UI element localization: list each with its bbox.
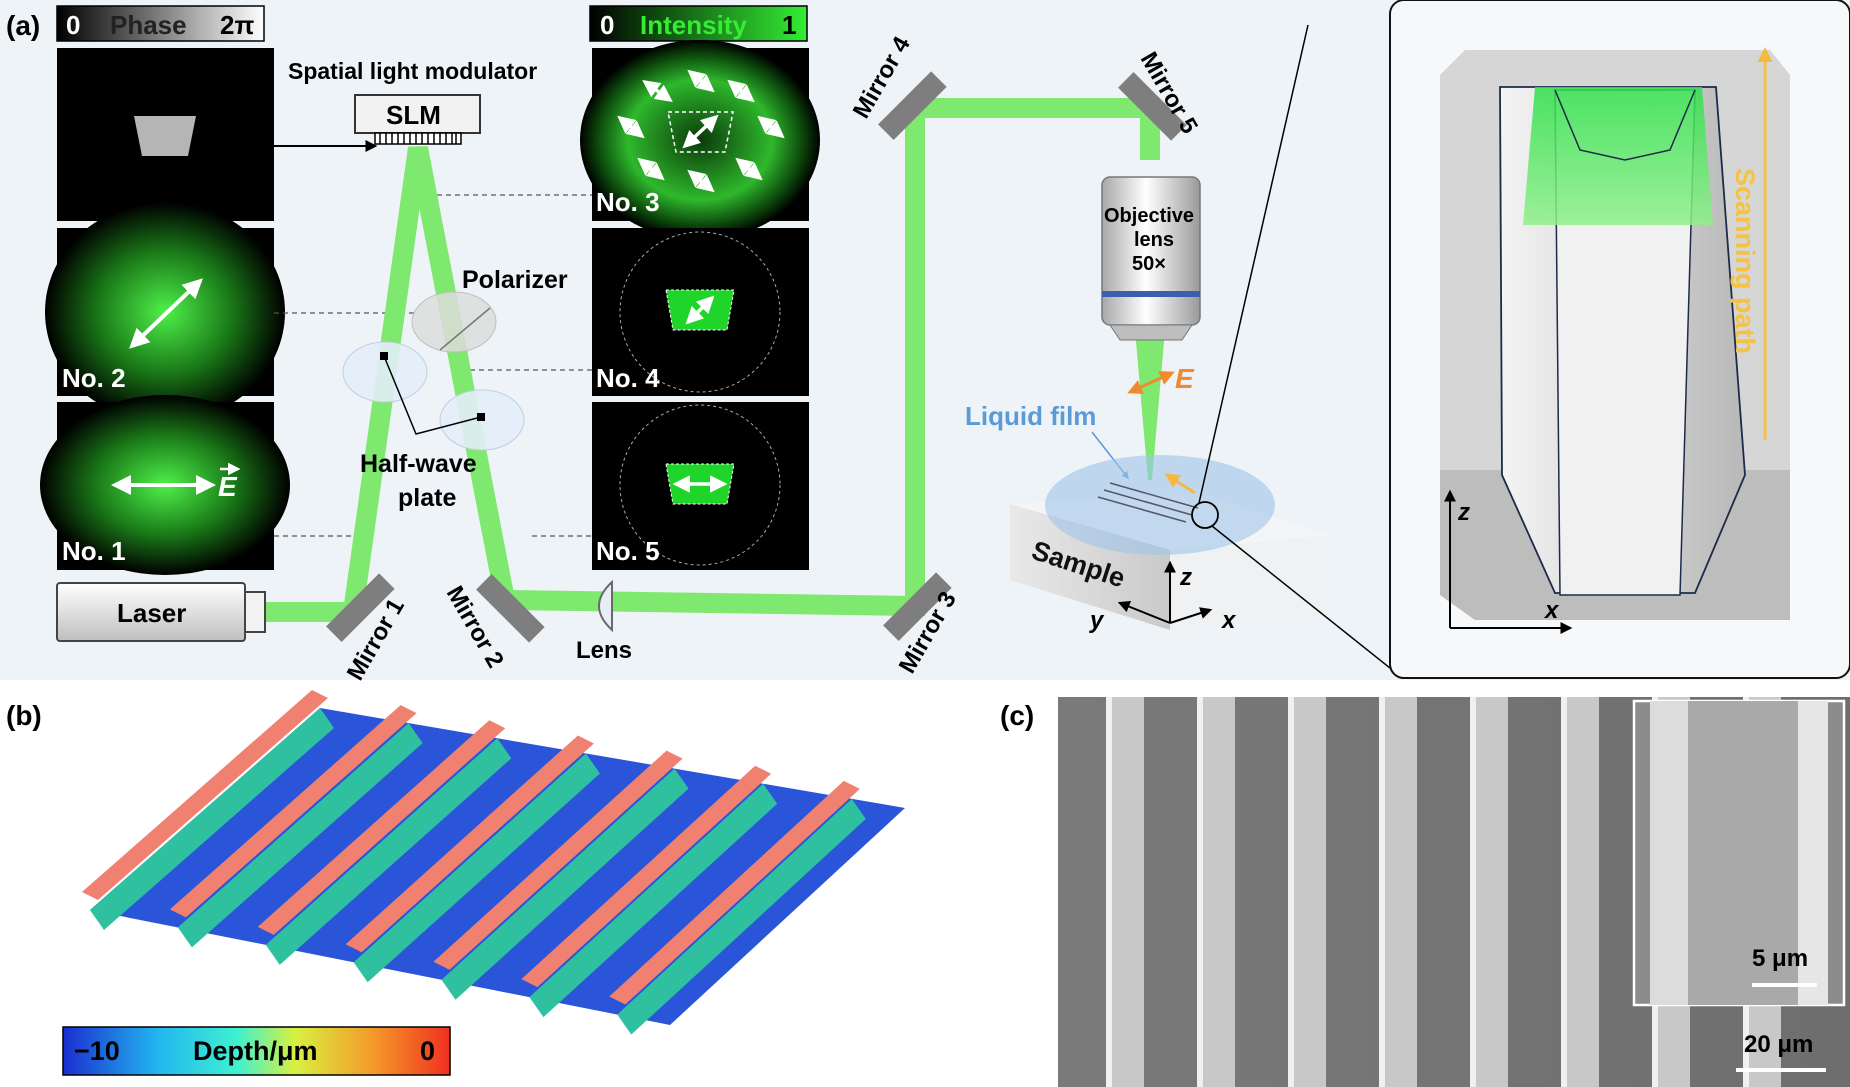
surface-ridge-top [257,720,506,935]
sem-trench-edge [1561,697,1567,1087]
green-focal-volume [1523,87,1713,225]
beam-state-no4-label: No. 4 [596,363,660,393]
sem-trench [1292,697,1326,1087]
field-arrow [1127,371,1175,394]
sem-trench-edge [1106,697,1112,1087]
magnifier-circle [1191,501,1219,529]
focused-beam [1135,330,1165,480]
intensity-colorbar: 0 Intensity 1 [589,5,808,42]
phase-min-label: 0 [66,10,80,40]
surface-ridge-wall [177,723,423,948]
objective-label-line3: 50× [1132,253,1166,275]
sample-axis-z: z [1179,564,1192,591]
surface-ridge-top [521,765,772,988]
diagonal-polarization-arrow [129,278,203,349]
scanning-path-label: Scanning path [1730,168,1760,354]
depth-title: Depth/μm [193,1036,318,1066]
sem-trench-edge [1197,697,1203,1087]
trench-inset: Scanning path z x [1389,0,1850,679]
half-wave-plate-1 [342,341,428,403]
laser-source: Laser [56,582,266,642]
beam-state-no3-image: No. 3 [580,40,820,240]
e-vector-label: E [218,471,238,502]
surface-ridge-top [433,750,683,970]
polarizer-label: Polarizer [462,266,568,294]
surface-ridge-wall [353,753,600,983]
panel-c-label: (c) [1000,700,1034,731]
beam-state-no5-image: No. 5 [592,402,809,570]
surface-ridge-wall [529,783,778,1018]
sem-trench-edge [1379,697,1385,1087]
sem-trench [1201,697,1235,1087]
sem-inset-scale-label: 5 μm [1752,945,1808,972]
intensity-title: Intensity [640,10,747,40]
surface-ridge-top [345,735,594,953]
half-wave-label-line2: plate [398,484,456,512]
intensity-max-label: 1 [782,10,796,40]
liquid-film-label: Liquid film [965,401,1096,431]
surface-ridge-wall [265,738,512,965]
surface-ridge-wall [90,708,334,930]
lens: Lens [576,579,632,664]
phase-colorbar: 0 Phase 2π [56,5,265,42]
beam-state-no4-image: No. 4 [592,228,809,396]
beam-state-no1-label: No. 1 [62,536,126,566]
inset-axis-z: z [1457,499,1470,526]
scan-direction-arrow [1164,473,1196,495]
laser-beam-path [265,98,1160,622]
field-label: E [1175,363,1195,394]
sample-axes [1117,560,1213,624]
phase-mask-image [57,48,274,221]
half-wave-plate-2 [439,389,525,451]
sem-scale-label: 20 μm [1744,1031,1813,1058]
depth-min-label: −10 [74,1036,120,1066]
beam-state-no2-image: No. 2 [45,202,285,422]
depth-surface-plot [82,690,905,1035]
sem-trench-edge [1288,697,1294,1087]
phase-max-label: 2π [220,10,254,40]
sem-inset: 5 μm [1632,699,1846,1007]
half-wave-label-line1: Half-wave [360,450,477,478]
sample-axis-x: x [1220,607,1237,634]
depth-max-label: 0 [420,1036,435,1066]
inset-axis-x: x [1543,597,1560,624]
beam-state-no5-label: No. 5 [596,536,660,566]
sem-trench [1110,697,1144,1087]
intensity-min-label: 0 [600,10,614,40]
surface-ridge-top [82,690,328,900]
surface-ridge-wall [617,798,866,1035]
objective-label-line2: lens [1134,229,1174,251]
sample-axis-y: y [1089,607,1105,634]
beam-state-no2-label: No. 2 [62,363,126,393]
sem-trench [1474,697,1508,1087]
sample-block: Sample [1010,455,1330,630]
surface-ridge-wall [441,768,689,1000]
sem-trench [1565,697,1599,1087]
lens-label: Lens [576,637,632,664]
liquid-film [1045,455,1275,555]
panel-b-label: (b) [6,700,42,731]
phase-title: Phase [110,10,187,40]
sem-trench-edge [1470,697,1476,1087]
beam-state-no1-image: E No. 1 [40,395,290,575]
laser-label: Laser [117,598,186,628]
sem-trench [1383,697,1417,1087]
objective-label-line1: Objective [1104,205,1194,227]
objective-lens: Objective lens 50× [1101,176,1201,341]
slm-label: SLM [386,100,441,130]
slm-title: Spatial light modulator [288,58,537,84]
surface-ridge-top [609,780,860,1005]
zoom-line-bottom [1211,525,1401,677]
polarizer: Polarizer [411,266,568,353]
panel-a-label: (a) [6,10,40,41]
slm-device: SLM [354,94,481,145]
depth-colorbar: −10 Depth/μm 0 [62,1026,451,1076]
surface-ridge-top [169,705,417,918]
beam-state-no3-label: No. 3 [596,187,660,217]
zoom-line-top [1198,24,1309,504]
half-wave-pointer [383,355,482,435]
